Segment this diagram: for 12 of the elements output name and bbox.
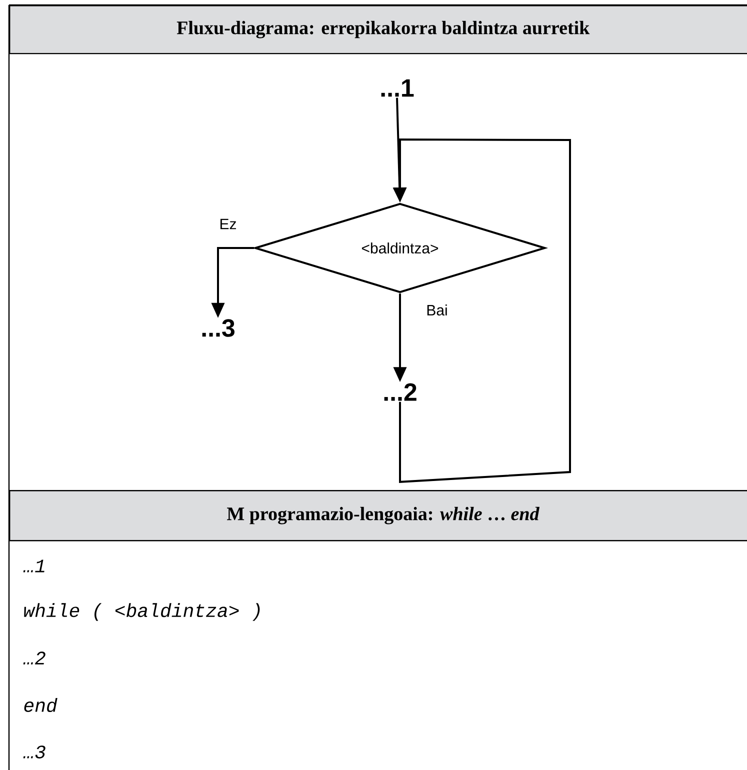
edge-label: Ez: [218, 218, 238, 230]
code-line: end: [24, 698, 58, 712]
table-header: Fluxu-diagrama: errepikakorra baldintza aurretik: [9, 5, 747, 54]
code-line: …1: [23, 560, 44, 572]
step-label: ...1: [381, 79, 414, 97]
table-header: M programazio-lengoaia: while … end: [9, 490, 747, 542]
step-label: ...2: [384, 383, 416, 401]
code-line: …3: [23, 746, 46, 758]
code-line: while ( <baldintza> ): [24, 603, 260, 621]
step-label: ...3: [202, 319, 234, 337]
edge-label: Bai: [425, 304, 449, 316]
code-line: …2: [23, 652, 46, 664]
